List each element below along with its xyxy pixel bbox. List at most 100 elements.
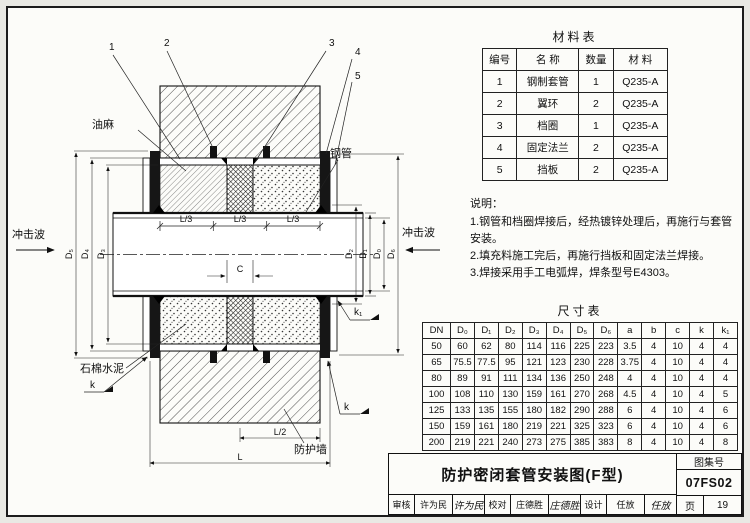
table-cell: 136 — [545, 370, 571, 387]
table-cell: 4 — [641, 402, 667, 419]
wall-hatch-top — [159, 85, 321, 159]
designer-label: 设计 — [581, 495, 607, 514]
part-callouts — [112, 50, 353, 166]
title-block-left: 防护密闭套管安装图(F型) 审核 许为民 许为民 校对 庄德胜 庄德胜 设计 任… — [389, 454, 677, 514]
dim-label-l3-3: L/3 — [287, 214, 300, 224]
table-cell: 1 — [481, 70, 518, 93]
label-steel-pipe: 钢管 — [330, 146, 352, 160]
table-cell: Q235-A — [612, 158, 669, 181]
technical-drawing: L/3 L/3 L/3 C D₅ D₄ D₃ D₂ D₁ D₀ D₆ — [12, 38, 440, 467]
table-cell: 2 — [481, 92, 518, 115]
note-item-3: 3.焊接采用手工电弧焊，焊条型号E4303。 — [470, 267, 676, 280]
column-header: D₆ — [593, 322, 619, 339]
table-cell: 95 — [497, 354, 523, 371]
dim-label-d3: D₃ — [96, 249, 106, 259]
table-cell: 110 — [473, 386, 499, 403]
table-cell: 123 — [545, 354, 571, 371]
table-cell: 111 — [497, 370, 523, 387]
table-cell: 6 — [617, 418, 643, 435]
atlas-number: 07FS02 — [677, 470, 741, 496]
stop-ring-top — [226, 164, 254, 214]
column-header: k — [689, 322, 714, 339]
page-label: 页 — [677, 496, 704, 514]
table-cell: 273 — [521, 434, 547, 451]
proofreader-name: 庄德胜 — [511, 495, 549, 514]
wall-hatch-bottom — [159, 350, 321, 424]
reviewer-label: 审核 — [389, 495, 415, 514]
material-table-title: 材料表 — [552, 30, 598, 44]
table-cell: 4 — [712, 338, 739, 355]
column-header: D₃ — [521, 322, 547, 339]
table-cell: Q235-A — [612, 114, 669, 137]
table-cell: 65 — [422, 354, 451, 371]
dim-label-d5: D₅ — [64, 249, 74, 259]
column-header: a — [617, 322, 643, 339]
dims-right — [332, 153, 404, 356]
table-cell: 323 — [593, 418, 619, 435]
weld-symbol-k1: k₁ — [337, 300, 379, 321]
callout-5: 5 — [355, 71, 361, 82]
table-cell: 4 — [617, 370, 643, 387]
table-cell: 248 — [593, 370, 619, 387]
table-cell: 2 — [578, 92, 614, 115]
table-cell: 221 — [545, 418, 571, 435]
table-cell: 翼环 — [516, 92, 580, 115]
table-cell: 10 — [665, 354, 691, 371]
drawing-title: 防护密闭套管安装图(F型) — [389, 454, 676, 495]
column-header: 名 称 — [516, 48, 580, 71]
filler-bottom-left — [159, 295, 228, 345]
table-cell: 4 — [689, 418, 714, 435]
table-cell: 4 — [641, 418, 667, 435]
shock-wave-left: 冲击波 — [12, 227, 55, 254]
sleeve-wall-bottom — [149, 343, 331, 352]
table-cell: 182 — [545, 402, 571, 419]
dim-c — [207, 260, 273, 283]
table-cell: 4 — [641, 370, 667, 387]
column-header: D₅ — [569, 322, 595, 339]
table-cell: 159 — [450, 418, 475, 435]
callout-3: 3 — [329, 38, 335, 49]
table-cell: 325 — [569, 418, 595, 435]
table-cell: 2 — [578, 158, 614, 181]
svg-text:k: k — [90, 380, 96, 391]
table-cell: 134 — [521, 370, 547, 387]
table-cell: 1 — [578, 70, 614, 93]
note-item-2: 2.填充料施工完后，再施行挡板和固定法兰焊接。 — [470, 250, 711, 263]
reviewer-signature: 许为民 — [453, 495, 485, 514]
dim-label-d4: D₄ — [80, 249, 90, 259]
table-cell: 10 — [665, 402, 691, 419]
table-cell: 挡板 — [516, 158, 580, 181]
designer-signature: 任放 — [650, 501, 671, 512]
table-cell: 1 — [578, 114, 614, 137]
label-oil-hemp: 油麻 — [92, 117, 114, 131]
svg-text:冲击波: 冲击波 — [12, 227, 45, 241]
table-cell: 161 — [473, 418, 499, 435]
shock-wave-right: 冲击波 — [402, 225, 440, 254]
dim-l3 — [156, 221, 324, 231]
proofreader-signature: 庄德胜 — [549, 495, 581, 514]
table-cell: 5 — [712, 386, 739, 403]
table-cell: 5 — [481, 158, 518, 181]
callout-2: 2 — [164, 38, 170, 49]
table-cell: 4 — [481, 136, 518, 159]
table-cell: 116 — [545, 338, 571, 355]
table-cell: 80 — [422, 370, 451, 387]
table-cell: 6 — [712, 418, 739, 435]
column-header: D₂ — [497, 322, 523, 339]
weld-marks — [153, 158, 327, 351]
table-cell: 288 — [593, 402, 619, 419]
table-cell: 4 — [689, 386, 714, 403]
sleeve-wall-top — [149, 157, 331, 166]
table-cell: 250 — [569, 370, 595, 387]
